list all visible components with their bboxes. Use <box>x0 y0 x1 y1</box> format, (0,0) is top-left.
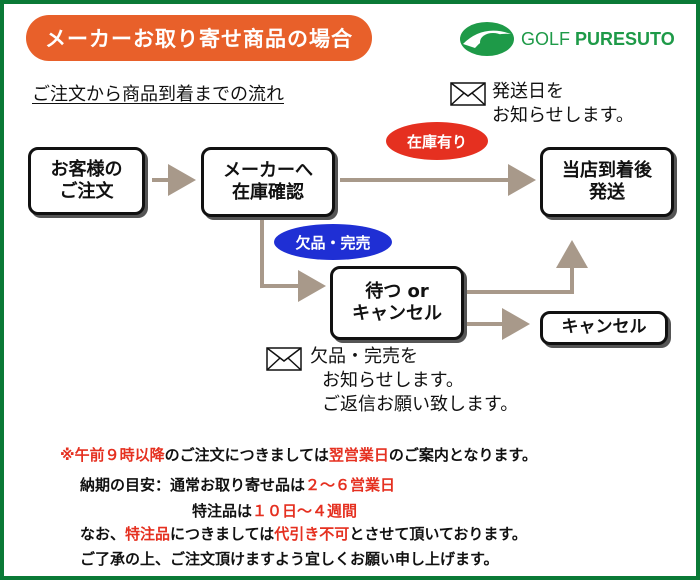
note-stockout-line: 欠品・完売を <box>310 346 418 367</box>
box-maker-stock-check: メーカーへ 在庫確認 <box>201 147 335 217</box>
note-ship-date: 発送日を お知らせします。 <box>492 80 634 128</box>
note-stockout: 欠品・完売を お知らせします。 ご返信お願い致します。 <box>310 345 518 417</box>
arrow-maker-to-wait <box>260 219 326 302</box>
logo-wordmark: GOLF PURESUTO <box>521 28 675 49</box>
footer-line-lead-time: 納期の目安：通常お取り寄せ品は２〜６営業日 <box>80 476 396 494</box>
box-customer-order: お客様の ご注文 <box>28 147 145 215</box>
badge-in-stock: 在庫有り <box>386 122 488 160</box>
box-wait-or-cancel: 待つ or キャンセル <box>330 266 464 340</box>
envelope-icon <box>450 82 486 106</box>
flow-heading: ご注文から商品到着までの流れ <box>32 84 284 105</box>
footer-line-cod: なお、特注品につきましては代引き不可とさせて頂いております。 <box>80 525 527 543</box>
arrow-wait-to-arrival <box>467 240 588 294</box>
box-cancel: キャンセル <box>540 311 668 345</box>
title-banner: メーカーお取り寄せ商品の場合 <box>26 15 372 61</box>
footer-line-custom-order: 特注品は１０日〜４週間 <box>192 502 358 520</box>
note-ship-date-line: お知らせします。 <box>492 105 634 126</box>
note-ship-date-line: 発送日を <box>492 81 564 102</box>
note-stockout-line: お知らせします。 <box>322 370 464 391</box>
footer-line-closing: ご了承の上、ご注文頂けますよう宜しくお願い申し上げます。 <box>80 550 499 568</box>
envelope-icon <box>266 347 302 371</box>
note-stockout-line: ご返信お願い致します。 <box>322 394 519 415</box>
badge-out-of-stock: 欠品・完売 <box>274 224 392 260</box>
flow-arrows <box>152 164 588 340</box>
store-logo: GOLF PURESUTO <box>459 20 694 58</box>
golf-ball-logo-icon <box>460 22 514 56</box>
footer-line-cutoff: ※午前９時以降のご注文につきましては翌営業日のご案内となります。 <box>60 446 537 464</box>
box-arrival-shipping: 当店到着後 発送 <box>540 147 674 217</box>
